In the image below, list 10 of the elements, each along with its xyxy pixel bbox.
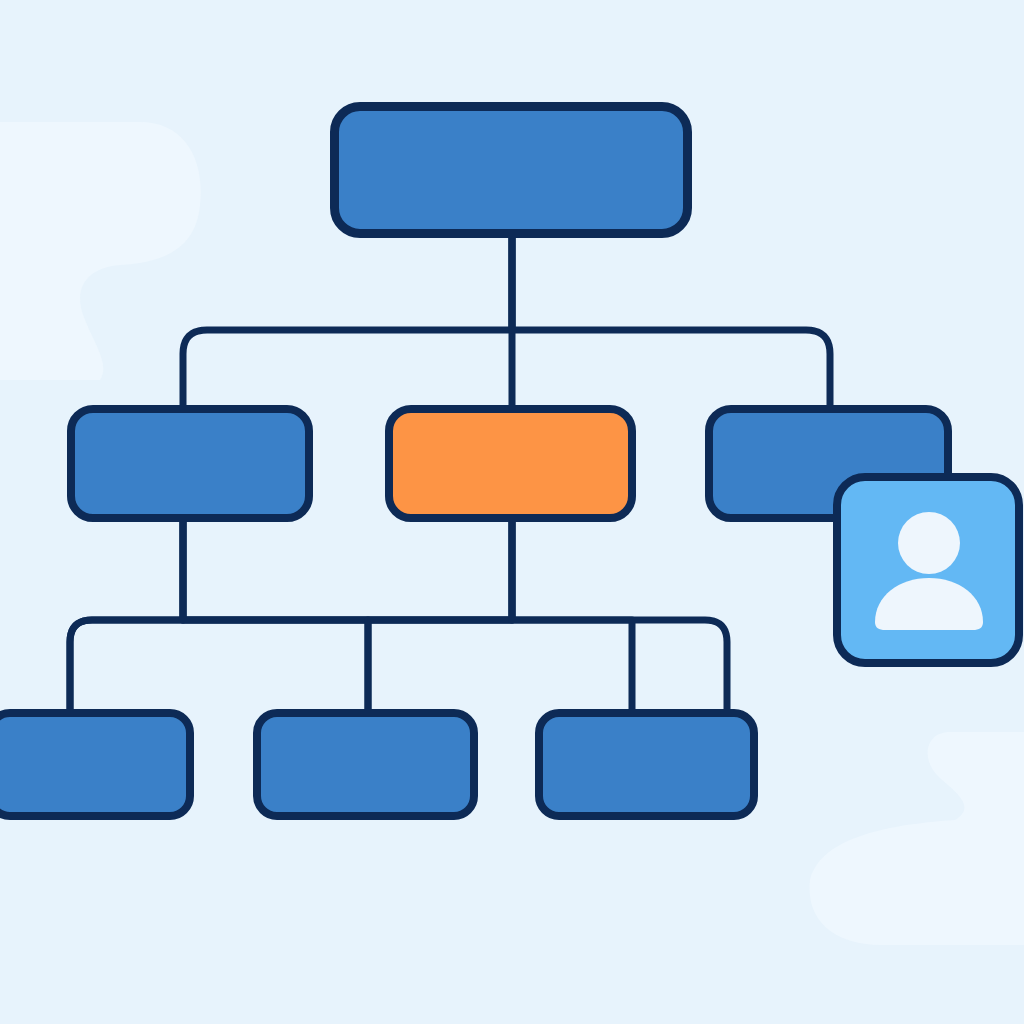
org-chart-box [385, 405, 636, 522]
org-chart-box [535, 709, 758, 820]
connector-line [508, 238, 834, 405]
connector-line [508, 522, 731, 709]
org-chart-box [0, 709, 194, 820]
org-chart-box [330, 102, 692, 238]
connector-line [179, 522, 636, 709]
user-avatar-tile [833, 473, 1023, 667]
org-chart-box [67, 405, 313, 522]
org-chart-box [253, 709, 478, 820]
